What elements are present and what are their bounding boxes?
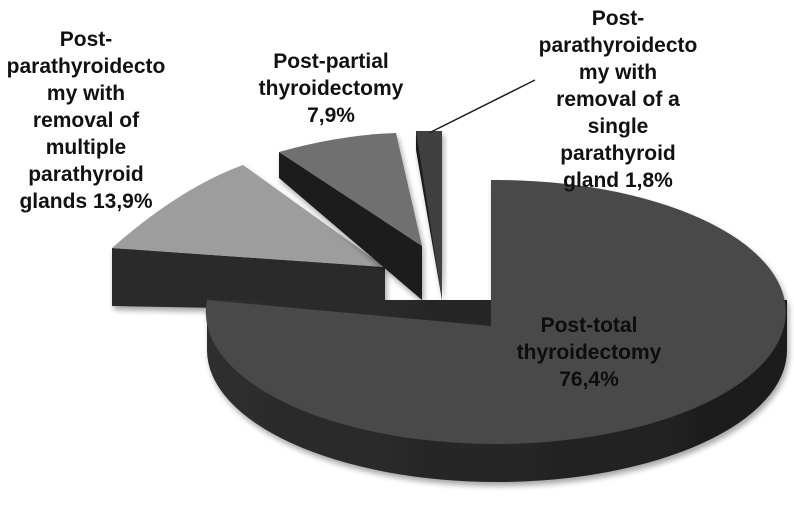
label-partial-thyroidectomy: Post-partial thyroidectomy 7,9% bbox=[258, 50, 404, 127]
label-total-thyroidectomy: Post-total thyroidectomy 76,4% bbox=[516, 314, 662, 391]
slice-total-thyroidectomy bbox=[205, 179, 787, 482]
slice-single-gland bbox=[416, 131, 442, 300]
label-multiple-glands: Post- parathyroidecto my with removal of… bbox=[6, 28, 166, 213]
leader-line bbox=[428, 79, 536, 134]
slice-multiple-glands bbox=[112, 165, 385, 311]
slice-partial-thyroidectomy bbox=[279, 133, 422, 300]
label-single-gland: Post- parathyroidecto my with removal of… bbox=[538, 7, 698, 192]
